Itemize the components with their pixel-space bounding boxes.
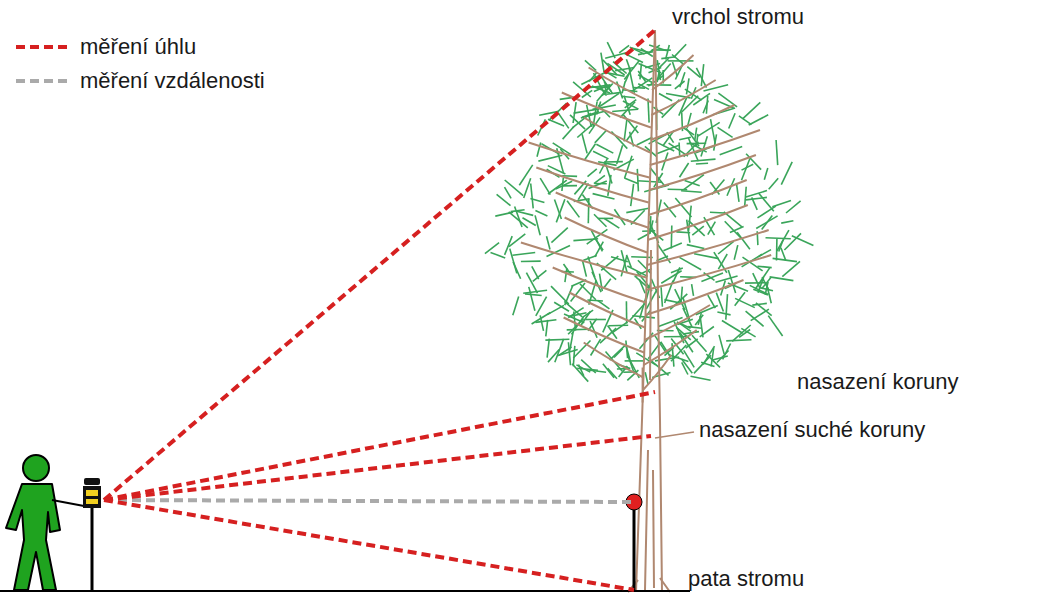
target-pole bbox=[626, 494, 642, 590]
tree-part-label: vrchol stromu bbox=[672, 4, 804, 29]
legend-line-sample bbox=[14, 67, 70, 95]
legend-text: měření vzdálenosti bbox=[80, 68, 265, 94]
measure-lines bbox=[104, 30, 655, 590]
legend-line-sample bbox=[14, 33, 70, 61]
tree-part-label: nasazení koruny bbox=[797, 369, 958, 394]
ground-line bbox=[0, 590, 690, 592]
leader-line bbox=[655, 432, 694, 438]
instrument bbox=[83, 478, 101, 590]
legend-item: měření úhlu bbox=[14, 33, 196, 61]
legend-text: měření úhlu bbox=[80, 34, 196, 60]
legend-item: měření vzdálenosti bbox=[14, 67, 265, 95]
tree-part-label: pata stromu bbox=[688, 566, 804, 591]
tree-branches bbox=[521, 55, 771, 403]
tree-part-label: nasazení suché koruny bbox=[699, 417, 925, 442]
surveyor-figure bbox=[6, 455, 84, 590]
